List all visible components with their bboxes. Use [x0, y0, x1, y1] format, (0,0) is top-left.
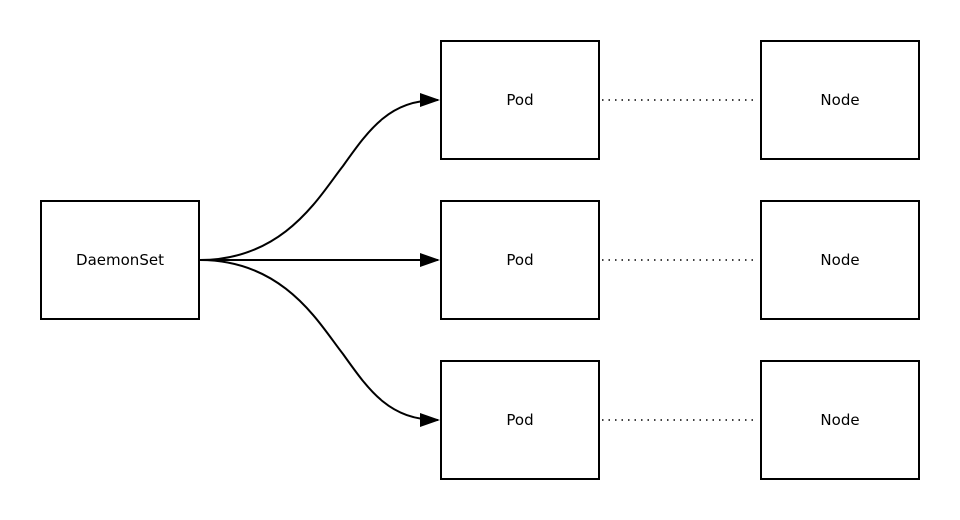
pod-label: Pod: [506, 91, 534, 109]
node-box: Node: [760, 40, 920, 160]
pod-box: Pod: [440, 360, 600, 480]
node-box: Node: [760, 200, 920, 320]
daemonset-label: DaemonSet: [76, 251, 164, 269]
node-label: Node: [820, 251, 860, 269]
arrow-daemonset-to-pod-3: [199, 259, 440, 427]
node-label: Node: [820, 411, 860, 429]
pod-box: Pod: [440, 200, 600, 320]
node-label: Node: [820, 91, 860, 109]
arrow-daemonset-to-pod-1: [199, 93, 440, 261]
pod-label: Pod: [506, 411, 534, 429]
pod-box: Pod: [440, 40, 600, 160]
daemonset-box: DaemonSet: [40, 200, 200, 320]
node-box: Node: [760, 360, 920, 480]
pod-label: Pod: [506, 251, 534, 269]
